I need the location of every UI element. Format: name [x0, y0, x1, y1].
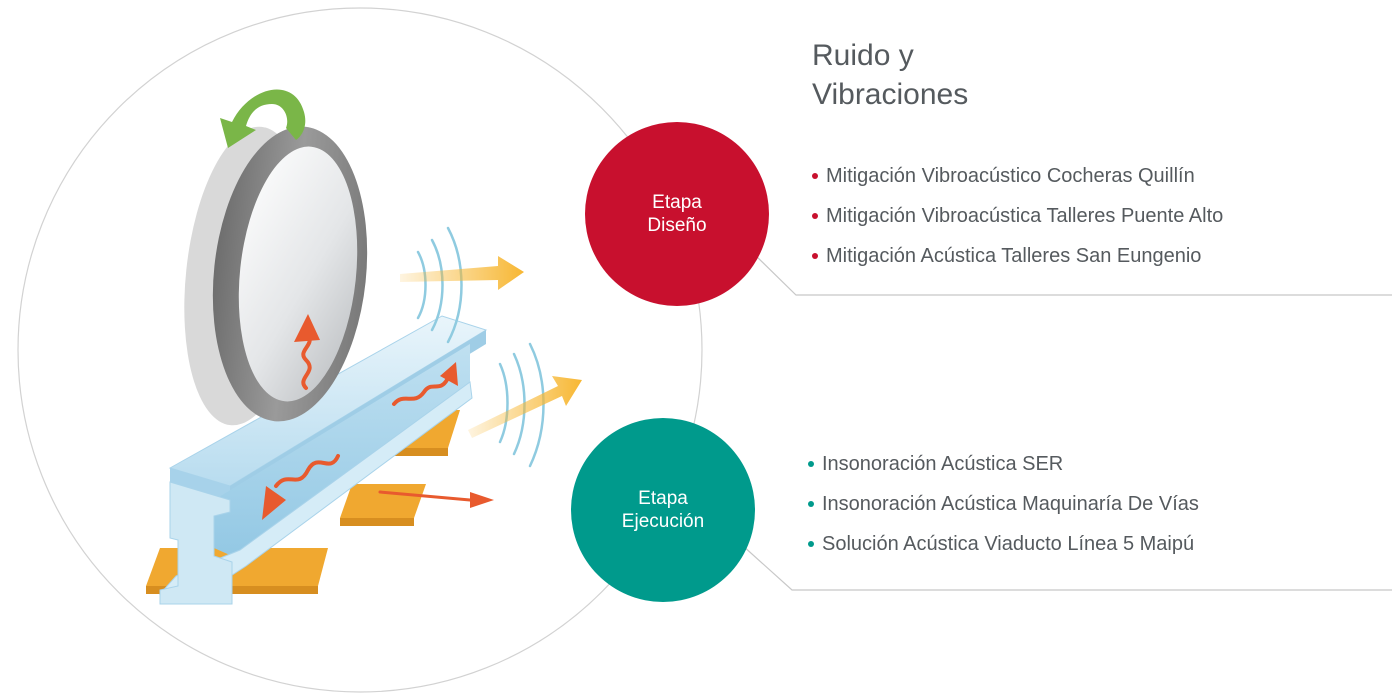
list-item: Mitigación Vibroacústico Cocheras Quillí… — [812, 156, 1223, 196]
stage-design-line-1: Etapa — [652, 192, 702, 213]
connector-line-design — [751, 251, 1392, 296]
execution-project-list: Insonoración Acústica SER Insonoración A… — [808, 444, 1199, 564]
bullet-icon — [808, 541, 814, 547]
project-label: Insonoración Acústica Maquinaría De Vías — [822, 493, 1199, 515]
stage-execution-badge: Etapa Ejecución — [571, 418, 755, 602]
list-item: Insonoración Acústica SER — [808, 444, 1199, 484]
project-label: Solución Acústica Viaducto Línea 5 Maipú — [822, 533, 1195, 555]
connector-line-execution — [741, 544, 1392, 591]
outline-circle — [17, 7, 703, 693]
bullet-icon — [812, 253, 818, 259]
vibration-arrow-icon — [274, 332, 472, 502]
title-line-1: Ruido y — [812, 39, 914, 73]
wheel-icon — [184, 126, 368, 426]
stage-design-line-2: Diseño — [647, 215, 707, 236]
bullet-icon — [808, 461, 814, 467]
bullet-icon — [812, 173, 818, 179]
project-label: Mitigación Vibroacústica Talleres Puente… — [826, 205, 1224, 227]
project-label: Mitigación Acústica Talleres San Eungeni… — [826, 245, 1202, 267]
list-item: Mitigación Vibroacústica Talleres Puente… — [812, 196, 1223, 236]
page-title: Ruido y Vibraciones — [812, 36, 968, 114]
design-project-list: Mitigación Vibroacústico Cocheras Quillí… — [812, 156, 1223, 276]
list-item: Insonoración Acústica Maquinaría De Vías — [808, 484, 1199, 524]
project-label: Mitigación Vibroacústico Cocheras Quillí… — [826, 165, 1195, 187]
stage-execution-line-1: Etapa — [638, 488, 688, 509]
list-item: Mitigación Acústica Talleres San Eungeni… — [812, 236, 1223, 276]
stage-execution-line-2: Ejecución — [621, 511, 705, 532]
bullet-icon — [812, 213, 818, 219]
rotation-arrow-icon — [220, 89, 306, 148]
list-item: Solución Acústica Viaducto Línea 5 Maipú — [808, 524, 1199, 564]
project-label: Insonoración Acústica SER — [822, 453, 1064, 475]
title-line-2: Vibraciones — [812, 78, 969, 112]
stage-design-badge: Etapa Diseño — [585, 122, 769, 306]
sound-arrow-icon — [400, 256, 582, 438]
bullet-icon — [808, 501, 814, 507]
